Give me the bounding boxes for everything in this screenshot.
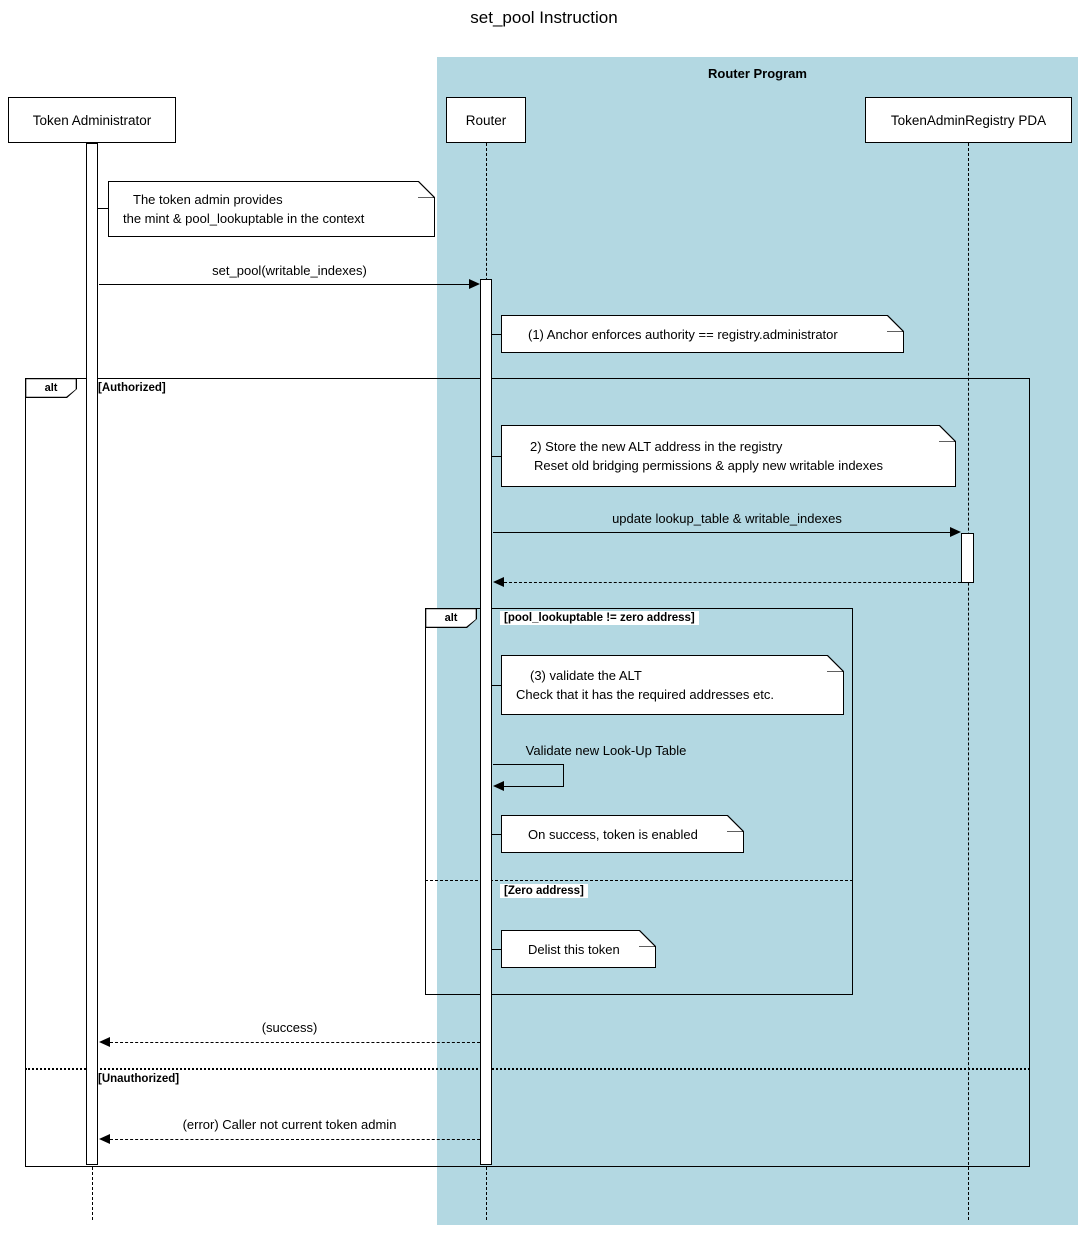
- message-label-update-lookup: update lookup_table & writable_indexes: [612, 511, 842, 526]
- return-line-error: [110, 1139, 480, 1140]
- message-label-error: (error) Caller not current token admin: [182, 1117, 397, 1132]
- guard-zero-address: [Zero address]: [500, 884, 588, 898]
- message-label-validate-self: Validate new Look-Up Table: [525, 743, 687, 758]
- participant-router: Router: [446, 97, 526, 143]
- participant-registry-pda-label: TokenAdminRegistry PDA: [890, 112, 1047, 128]
- note-fold-icon: [727, 815, 744, 832]
- message-label-success: (success): [261, 1020, 318, 1035]
- alt-divider-outer: [25, 1068, 1030, 1070]
- arrowhead-icon: [469, 279, 480, 289]
- note-fold-icon: [939, 425, 956, 442]
- note-line: 2) Store the new ALT address in the regi…: [530, 439, 783, 454]
- return-line-pda: [504, 582, 961, 583]
- alt-operator-outer: alt: [25, 378, 77, 398]
- note-context: The token admin provides the mint & pool…: [108, 181, 435, 237]
- activation-registry-pda: [961, 533, 974, 583]
- note-line: the mint & pool_lookuptable in the conte…: [123, 211, 365, 226]
- alt-fragment-outer: [25, 378, 1030, 1167]
- note-line: Delist this token: [528, 941, 620, 957]
- frame-title: Router Program: [708, 66, 807, 81]
- note-line: On success, token is enabled: [528, 826, 698, 842]
- note-connector: [492, 334, 501, 335]
- lifeline-registry-pda: [968, 143, 969, 1220]
- diagram-title: set_pool Instruction: [470, 8, 618, 27]
- participant-token-admin-label: Token Administrator: [32, 112, 152, 128]
- alt-fragment-inner: [425, 608, 853, 995]
- self-message-bottom-line: [504, 786, 564, 787]
- guard-nonzero-address: [pool_lookuptable != zero address]: [500, 611, 699, 625]
- note-validate-alt: (3) validate the ALT Check that it has t…: [501, 655, 844, 715]
- note-fold-icon: [887, 315, 904, 332]
- return-line-success: [110, 1042, 480, 1043]
- note-connector: [492, 685, 501, 686]
- note-connector: [492, 456, 501, 457]
- note-anchor-auth: (1) Anchor enforces authority == registr…: [501, 315, 904, 353]
- note-line: The token admin provides: [133, 192, 283, 207]
- participant-router-label: Router: [465, 112, 507, 128]
- note-connector: [492, 834, 501, 835]
- note-fold-icon: [639, 930, 656, 947]
- participant-token-admin: Token Administrator: [8, 97, 176, 143]
- guard-unauthorized: [Unauthorized]: [98, 1073, 180, 1085]
- guard-authorized: [Authorized]: [98, 382, 166, 394]
- participant-registry-pda: TokenAdminRegistry PDA: [865, 97, 1072, 143]
- note-line: Check that it has the required addresses…: [516, 687, 774, 702]
- note-success: On success, token is enabled: [501, 815, 744, 853]
- note-fold-icon: [418, 181, 435, 198]
- activation-token-admin: [86, 143, 98, 1165]
- note-line: (1) Anchor enforces authority == registr…: [528, 326, 838, 342]
- note-line: Reset old bridging permissions & apply n…: [534, 458, 884, 473]
- self-message-top-line: [493, 764, 563, 765]
- note-fold-icon: [827, 655, 844, 672]
- note-line: (3) validate the ALT: [530, 668, 642, 683]
- router-program-frame: Router Program: [437, 57, 1078, 1225]
- alt-divider-inner: [425, 880, 853, 881]
- arrowhead-icon: [99, 1037, 110, 1047]
- activation-router: [480, 279, 492, 1165]
- arrowhead-icon: [493, 577, 504, 587]
- arrowhead-icon: [99, 1134, 110, 1144]
- message-label-set-pool: set_pool(writable_indexes): [212, 263, 367, 278]
- arrowhead-icon: [950, 527, 961, 537]
- self-message-right-line: [563, 764, 564, 787]
- arrowhead-icon: [493, 781, 504, 791]
- note-store-alt: 2) Store the new ALT address in the regi…: [501, 425, 956, 487]
- alt-operator-inner: alt: [425, 608, 477, 628]
- note-connector: [492, 949, 501, 950]
- message-line-update-lookup: [493, 532, 950, 533]
- note-delist: Delist this token: [501, 930, 656, 968]
- message-line-set-pool: [99, 284, 469, 285]
- note-connector: [98, 208, 108, 209]
